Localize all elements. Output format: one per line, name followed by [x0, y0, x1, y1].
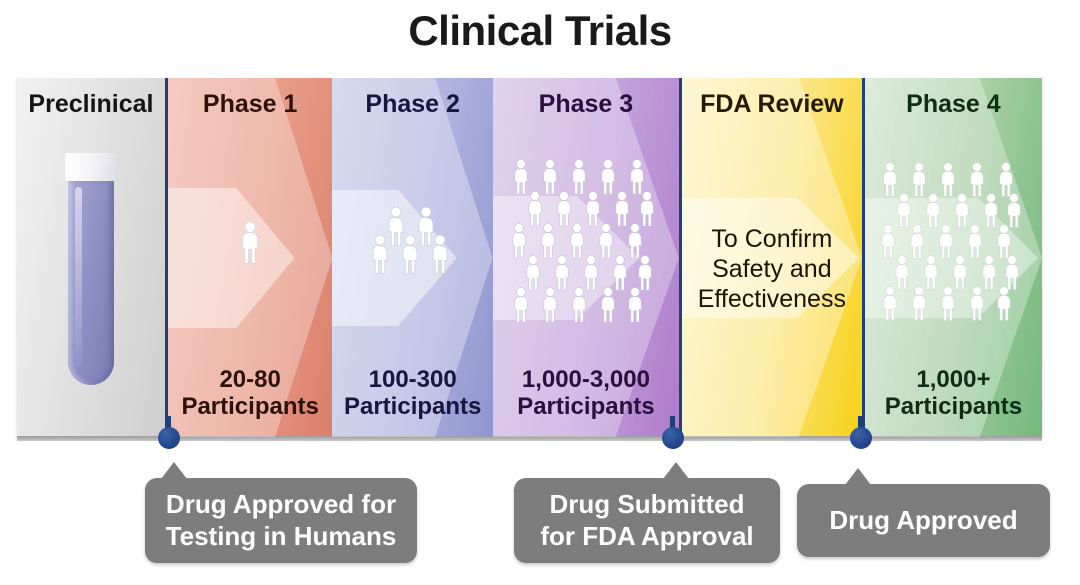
callout-text-1: Drug Approved for Testing in Humans — [166, 489, 397, 552]
participants-count-phase3: 1,000-3,000 — [521, 366, 650, 394]
timeline-axis — [17, 436, 1042, 441]
people-group-phase3 — [506, 158, 666, 326]
phase-art-phase4 — [865, 117, 1042, 367]
phase-participants-phase2: 100-300 Participants — [343, 366, 482, 421]
callout-text-3: Drug Approved — [829, 505, 1017, 537]
phase-art-preclinical — [17, 117, 165, 421]
clinical-trials-phase-band: Preclinical Phase 1 — [17, 78, 1042, 437]
people-group-phase2 — [365, 205, 461, 279]
phase-column-phase2[interactable]: Phase 2 100-30 — [332, 78, 493, 437]
callout-tail-icon — [845, 468, 871, 485]
phase-column-preclinical[interactable]: Preclinical — [17, 78, 165, 437]
milestone-stem-3 — [858, 416, 863, 430]
phase-column-phase4[interactable]: Phase 4 — [861, 78, 1042, 437]
page-title: Clinical Trials — [408, 7, 672, 54]
participants-label-phase1: Participants — [181, 393, 319, 421]
test-tube-shine — [74, 187, 82, 367]
people-group-phase4 — [877, 161, 1029, 323]
callout-drug-approved[interactable]: Drug Approved — [797, 468, 1050, 557]
callout-text-2: Drug Submitted for FDA Approval — [540, 489, 753, 552]
callout-tail-icon — [663, 462, 689, 479]
milestone-stem-2 — [670, 416, 675, 430]
phase-column-fda-review[interactable]: FDA Review To Confirm Safety and Effecti… — [678, 78, 862, 437]
participants-label-phase2: Participants — [343, 393, 482, 421]
phase-column-phase1[interactable]: Phase 1 20-80 Participants — [164, 78, 333, 437]
phase-header-preclinical: Preclinical — [28, 90, 154, 118]
phase-header-phase3: Phase 3 — [538, 90, 634, 118]
milestone-marker-drug-approved-testing[interactable] — [158, 427, 180, 449]
participants-count-phase2: 100-300 — [368, 366, 457, 394]
callout-line-3a: Drug Approved — [829, 504, 1018, 535]
test-tube-icon — [64, 153, 117, 385]
phase-header-fda-review: FDA Review — [700, 90, 844, 118]
fda-review-note: To Confirm Safety and Effectiveness — [698, 224, 846, 314]
callout-line-2a: Drug Submitted — [549, 488, 745, 519]
callout-drug-submitted-fda[interactable]: Drug Submitted for FDA Approval — [514, 462, 780, 563]
milestone-stem-1 — [166, 416, 171, 430]
fda-note-line-3: Effectiveness — [697, 285, 846, 313]
phase-participants-phase1: 20-80 Participants — [181, 366, 319, 421]
participants-label-phase4: Participants — [884, 393, 1023, 421]
phase-art-phase1 — [168, 117, 332, 367]
fda-note-line-2: Safety and — [712, 255, 832, 283]
test-tube-rim — [64, 153, 117, 181]
phase-art-phase2 — [332, 117, 493, 367]
phase-art-phase3 — [493, 117, 679, 367]
phase-header-phase4: Phase 4 — [906, 90, 1001, 118]
participants-count-phase1: 20-80 — [219, 366, 281, 394]
phase-column-phase3[interactable]: Phase 3 — [492, 78, 679, 437]
phase-art-fda-review: To Confirm Safety and Effectiveness — [682, 117, 862, 421]
people-group-phase1 — [235, 219, 265, 265]
phase-participants-phase4: 1,000+ Participants — [884, 366, 1023, 421]
callout-drug-approved-testing[interactable]: Drug Approved for Testing in Humans — [145, 462, 417, 563]
milestone-marker-drug-submitted-fda[interactable] — [662, 427, 684, 449]
fda-note-line-1: To Confirm — [711, 225, 833, 253]
milestone-marker-drug-approved[interactable] — [850, 427, 872, 449]
callout-line-1a: Drug Approved for — [165, 488, 397, 519]
phase-participants-phase3: 1,000-3,000 Participants — [517, 366, 655, 421]
callout-tail-icon — [161, 462, 187, 479]
phase-header-phase1: Phase 1 — [202, 90, 298, 118]
participants-label-phase3: Participants — [517, 393, 655, 421]
callout-line-2b: for FDA Approval — [540, 520, 754, 551]
participants-count-phase4: 1,000+ — [916, 366, 991, 394]
phase-header-phase2: Phase 2 — [365, 90, 460, 118]
callout-line-1b: Testing in Humans — [165, 520, 397, 551]
